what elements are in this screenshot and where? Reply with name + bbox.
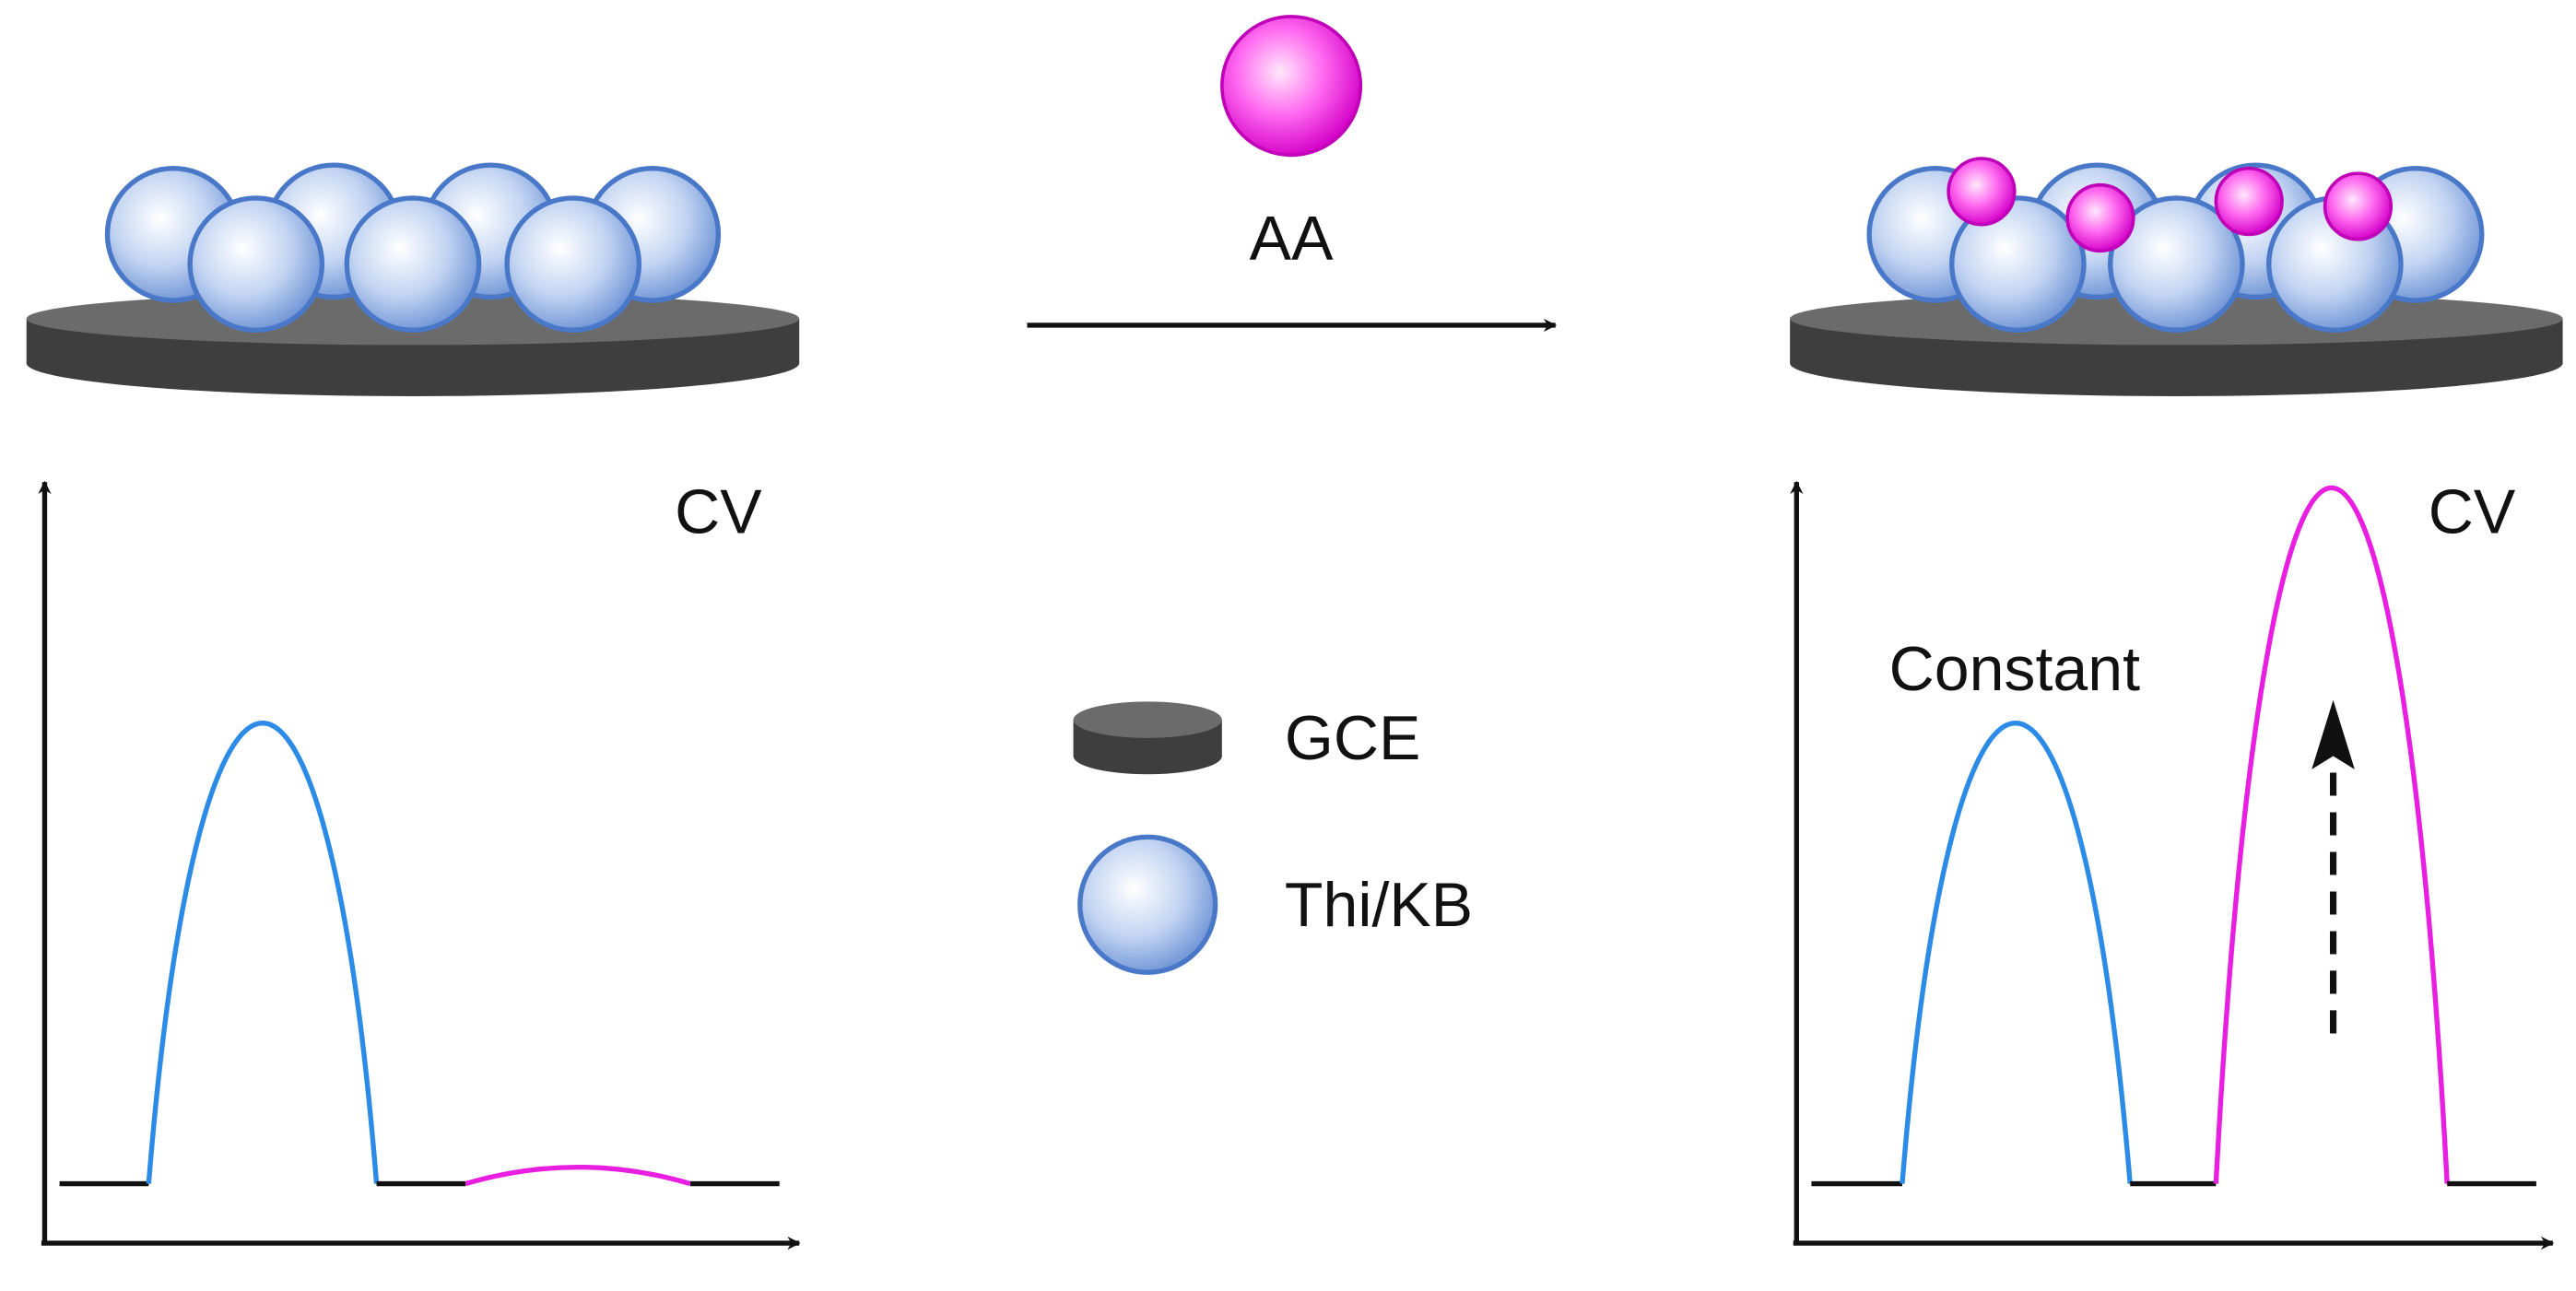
legend-item-gce: GCE [1073, 701, 1421, 775]
left-cv-curve [59, 721, 780, 1187]
left-aa-weak-peak [465, 1164, 691, 1187]
adsorbed-aa-molecules [1947, 157, 2394, 253]
right-aa-enhanced-peak [2213, 486, 2450, 1184]
legend-item-thi-kb: Thi/KB [1077, 834, 1473, 975]
legend-label-thi-kb: Thi/KB [1285, 870, 1473, 940]
right-electrode-assembly [1790, 157, 2563, 396]
blue-sphere-icon [1077, 834, 1218, 975]
right-cv-plot: CV Constant [1790, 477, 2555, 1250]
left-electrode-assembly [26, 162, 800, 396]
left-thi-kb-peak [146, 721, 380, 1184]
right-cv-curve [1811, 486, 2536, 1187]
reagent-label: AA [1250, 203, 1334, 273]
right-plot-label: CV [2429, 477, 2516, 547]
legend-label-gce: GCE [1285, 703, 1421, 773]
left-plot-label: CV [675, 477, 762, 547]
left-cv-plot: CV [38, 477, 801, 1250]
electrode-disk-icon [1073, 701, 1222, 775]
constant-annotation: Constant [1889, 634, 2141, 704]
aa-molecule-icon [1220, 15, 1363, 158]
right-thi-kb-peak [1900, 721, 2133, 1184]
increase-arrow [2311, 699, 2355, 1034]
legend: GCE Thi/KB [1073, 701, 1473, 975]
left-thi-kb-layer [104, 162, 722, 333]
